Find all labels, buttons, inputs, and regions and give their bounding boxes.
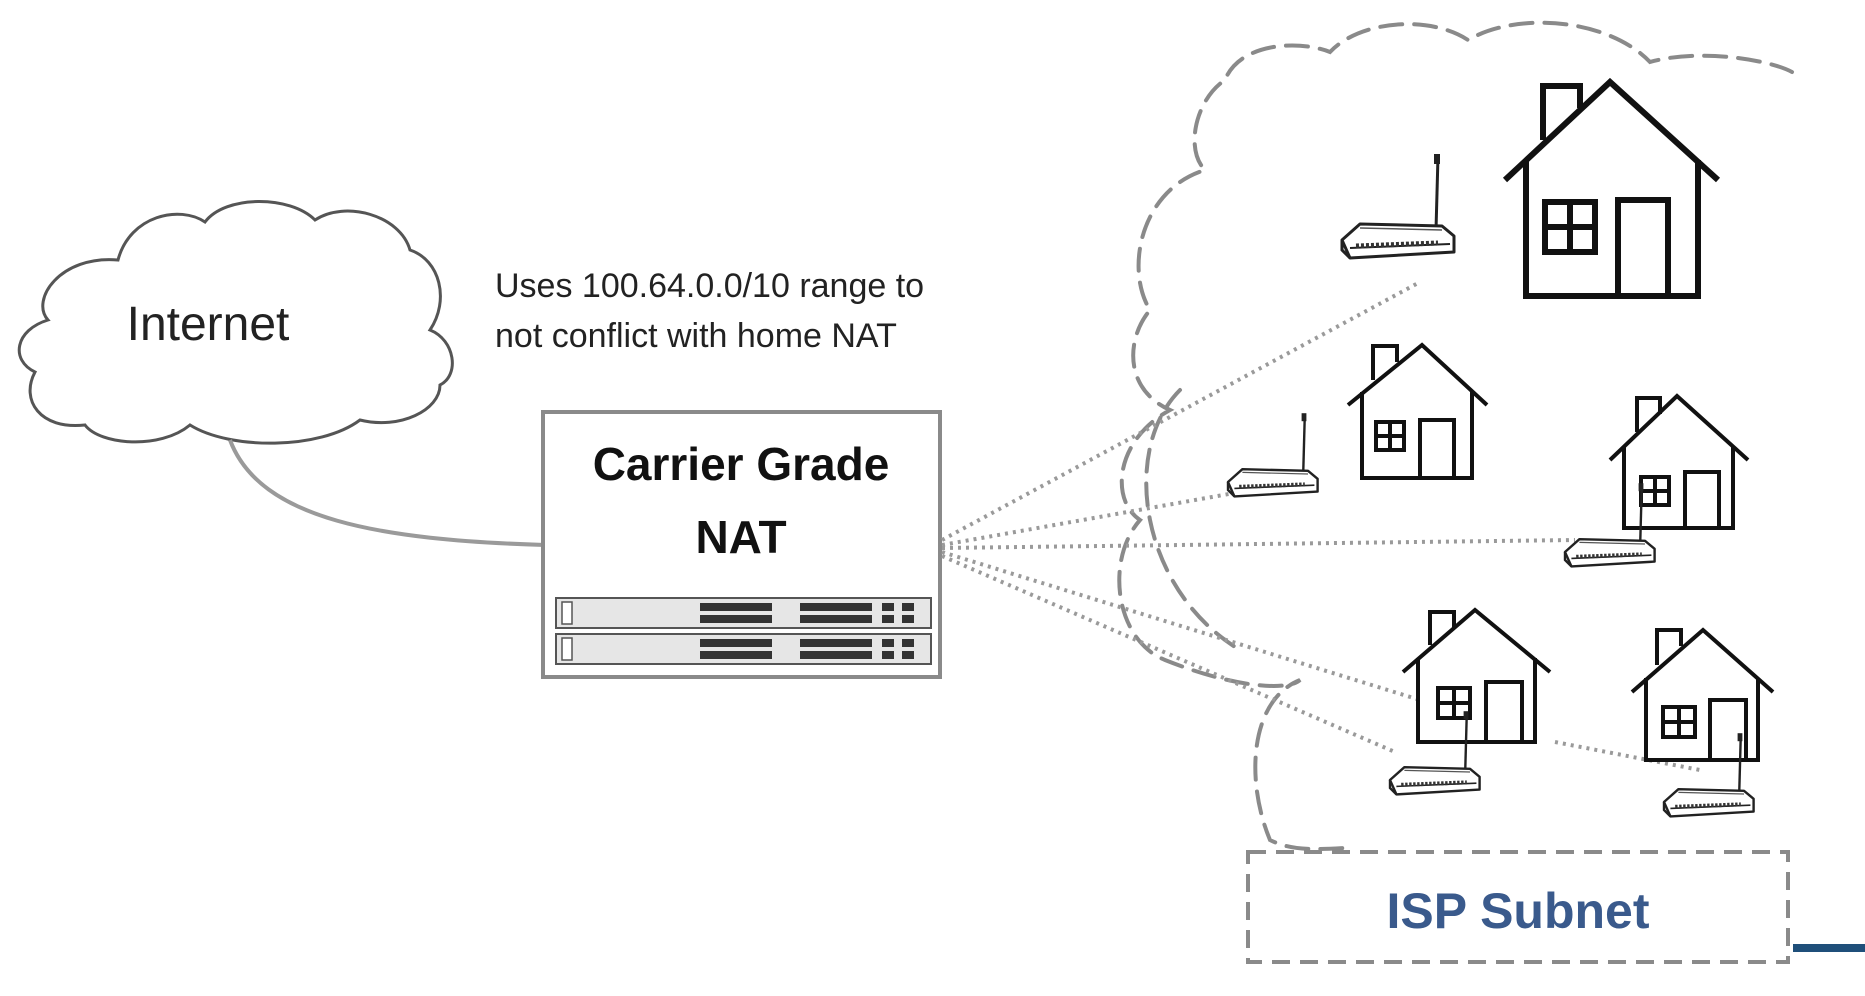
cgnat-connections [941, 280, 1701, 772]
cgnat-label-line-1: Carrier Grade [593, 438, 890, 490]
network-switch-icon [555, 597, 932, 665]
house-icon [1401, 607, 1552, 744]
house-icon [1502, 77, 1721, 299]
cloud-icon [17, 200, 454, 445]
cgnat-label-line-2: NAT [695, 511, 786, 563]
note-line-1: Uses 100.64.0.0/10 range to [495, 267, 924, 305]
internet-link [228, 439, 546, 547]
wireless-router-icon [1342, 154, 1454, 258]
cgnat-box [541, 410, 942, 679]
isp-subnet-label: ISP Subnet [1386, 883, 1649, 939]
house-icon [1346, 342, 1489, 480]
isp-cloud-outline [1117, 20, 1794, 852]
accent-bar [1793, 944, 1865, 952]
wireless-router-icon [1565, 483, 1655, 566]
wireless-router-icon [1390, 711, 1480, 794]
isp-subnet-box [1246, 850, 1790, 964]
wireless-router-icon [1228, 413, 1318, 496]
internet-label: Internet [127, 298, 290, 351]
note-line-2: not conflict with home NAT [495, 317, 897, 355]
house-icon [1630, 627, 1775, 762]
isp-cloud-inner-arc [1144, 388, 1242, 652]
house-icon [1608, 393, 1750, 530]
